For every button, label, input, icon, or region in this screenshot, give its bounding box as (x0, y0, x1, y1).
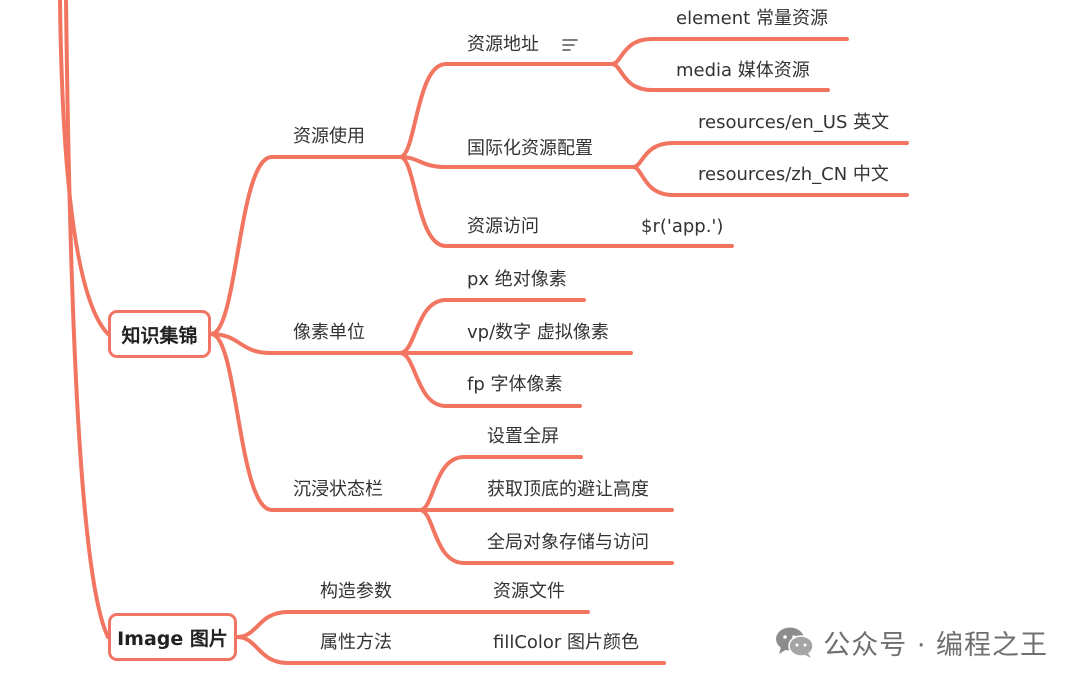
root-node-image[interactable]: Image 图片 (108, 613, 237, 661)
branch-fp (398, 351, 582, 408)
branch-fullscreen (418, 455, 583, 512)
branch-root1-resource-use (209, 155, 402, 336)
node-global-storage[interactable]: 全局对象存储与访问 (487, 532, 649, 553)
branch-global-storage (418, 508, 674, 565)
branch-px (398, 298, 586, 355)
node-zh-cn[interactable]: resources/zh_CN 中文 (698, 164, 889, 185)
branch-media-resource (610, 62, 830, 92)
node-i18n-config[interactable]: 国际化资源配置 (467, 138, 593, 159)
node-resource-use[interactable]: 资源使用 (293, 126, 365, 147)
root-node-knowledge[interactable]: 知识集锦 (108, 310, 211, 358)
notes-icon[interactable] (562, 38, 578, 52)
node-set-fullscreen[interactable]: 设置全屏 (487, 426, 559, 447)
branch-resource-access (398, 155, 734, 248)
node-fp[interactable]: fp 字体像素 (467, 374, 563, 395)
branch-root1-immersive (209, 332, 422, 512)
branch-i18n (398, 155, 635, 169)
watermark: 公众号 · 编程之王 (775, 623, 1048, 662)
node-avoid-height[interactable]: 获取顶底的避让高度 (487, 479, 649, 500)
node-px[interactable]: px 绝对像素 (467, 269, 567, 290)
node-resource-access[interactable]: 资源访问 (467, 216, 539, 237)
branch-property-methods (235, 635, 666, 665)
node-construct-params-note[interactable]: 资源文件 (493, 581, 565, 602)
node-vp[interactable]: vp/数字 虚拟像素 (467, 322, 609, 343)
node-property-methods[interactable]: 属性方法 (320, 632, 392, 653)
branch-trunk-root2 (64, 0, 110, 639)
node-property-methods-note[interactable]: fillColor 图片颜色 (493, 632, 640, 653)
node-resource-address[interactable]: 资源地址 (467, 34, 539, 55)
watermark-text: 公众号 · 编程之王 (823, 630, 1048, 661)
node-resource-access-note[interactable]: $r('app.') (641, 216, 724, 237)
node-element-resource[interactable]: element 常量资源 (676, 8, 828, 29)
node-pixel-unit[interactable]: 像素单位 (293, 322, 365, 343)
node-immersive-statusbar[interactable]: 沉浸状态栏 (293, 479, 383, 500)
node-media-resource[interactable]: media 媒体资源 (676, 60, 810, 81)
node-en-us[interactable]: resources/en_US 英文 (698, 112, 890, 133)
wechat-icon (776, 627, 814, 658)
branch-root1-pixel-unit (209, 332, 402, 355)
branch-zh-cn (631, 165, 909, 197)
branch-trunk-root1 (58, 0, 110, 336)
branch-resource-address (398, 62, 614, 159)
node-construct-params[interactable]: 构造参数 (320, 581, 392, 602)
